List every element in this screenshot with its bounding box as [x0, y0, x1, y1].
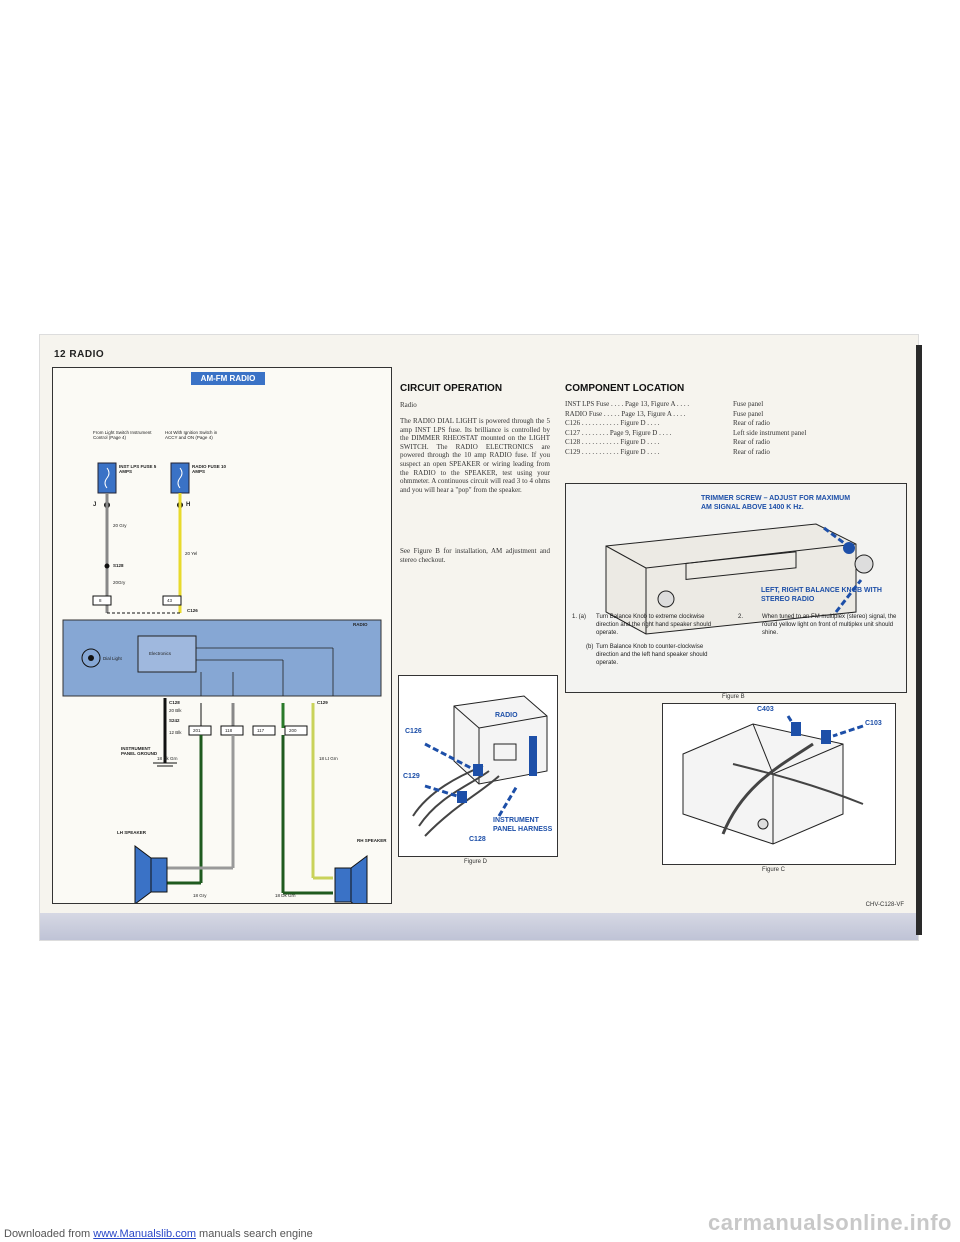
step-2-text: When tuned to an FM multiplex (stereo) s…	[762, 614, 897, 636]
table-row: C126 . . . . . . . . . . . Figure D . . …	[565, 419, 770, 428]
wire-ltgrn-label: 18 Lt Grn	[319, 756, 338, 761]
wire-gry-bottom-label: 18 Gry	[193, 893, 207, 898]
page-shadow-band	[40, 913, 918, 940]
table-row: C129 . . . . . . . . . . . Figure D . . …	[565, 447, 770, 456]
ground-label: INSTRUMENT PANEL GROUND	[121, 746, 158, 756]
step-2-number: 2.	[738, 614, 744, 620]
splice-label: S128	[113, 563, 124, 568]
table-row: INST LPS Fuse . . . . Page 13, Figure A …	[565, 400, 764, 408]
figure-b-illustration	[605, 523, 874, 635]
wire-right-label: 20 Yel	[185, 551, 198, 556]
figure-b-caption: Figure B	[722, 694, 745, 700]
diagram-title: AM-FM RADIO	[191, 372, 265, 385]
rh-speaker-label: RH SPEAKER	[357, 838, 387, 843]
figure-d-caption: Figure D	[464, 859, 488, 865]
fuse-left-label: INST LPS FUSE 5 AMPS	[119, 464, 157, 474]
circuit-117-label: 117	[257, 728, 265, 733]
table-row: C127 . . . . . . . . Page 9, Figure D . …	[565, 428, 807, 437]
figure-d-harness-label: INSTRUMENT PANEL HARNESS	[493, 817, 553, 833]
wiring-diagram: AM-FM RADIO From Light Switch Instrument…	[52, 367, 392, 904]
component-location-table: INST LPS Fuse . . . . Page 13, Figure A …	[565, 400, 903, 458]
c128-label: C128	[169, 700, 180, 705]
figure-d-c126-label: C126	[405, 728, 422, 735]
wire-dkgrn-left-label: 18 Dk Grn	[157, 756, 178, 761]
circuit-201-label: 201	[193, 728, 201, 733]
circuit-200-label: 200	[289, 728, 297, 733]
fuse-right-label: RADIO FUSE 10 AMPS	[192, 464, 227, 474]
download-prefix: Downloaded from	[4, 1228, 94, 1240]
figure-c-caption: Figure C	[762, 867, 786, 873]
watermark: carmanualsonline.info	[708, 1210, 952, 1235]
download-suffix: manuals search engine	[195, 1228, 313, 1240]
conn-right-label: 43	[167, 598, 173, 603]
table-row: RADIO Fuse . . . . . Page 13, Figure A .…	[565, 409, 764, 418]
lh-speaker-cone	[134, 845, 152, 903]
circuit-operation-paragraph-1: The RADIO DIAL LIGHT is powered through …	[400, 417, 550, 494]
circuit-200	[284, 725, 308, 736]
s242-label: S242	[169, 718, 180, 723]
dial-light-label: Dial Light	[103, 656, 122, 661]
circuit-118-label: 118	[225, 728, 233, 733]
wire-blk2-label: 12 Blk	[169, 730, 182, 735]
c126-label: C126	[187, 608, 198, 613]
node-j-label: J	[93, 502, 97, 508]
download-footer: Downloaded from www.Manualslib.com manua…	[4, 1228, 313, 1240]
radio-box	[62, 619, 382, 697]
rh-speaker-cone	[350, 855, 368, 903]
figure-b: TRIMMER SCREW – ADJUST FOR MAXIMUM AM SI…	[565, 483, 907, 693]
connector-43	[162, 595, 182, 606]
component-location-title: COMPONENT LOCATION	[565, 383, 685, 394]
circuit-operation-paragraph-2: See Figure B for installation, AM adjust…	[400, 547, 550, 564]
wiring-diagram-svg	[62, 462, 382, 903]
wire-blk-label: 20 Blk	[169, 708, 182, 713]
figure-d-c128-label: C128	[469, 836, 486, 843]
radio-label: RADIO	[353, 622, 368, 627]
step-1b-text: Turn Balance Knob to counter-clockwise d…	[596, 644, 708, 666]
wire-left-top-label: 20 Gry	[113, 523, 127, 528]
page-binding-edge	[916, 345, 922, 935]
balance-knob-callout: LEFT, RIGHT BALANCE KNOB WITH STEREO RAD…	[761, 587, 882, 603]
figure-c-c103-label: C103	[865, 720, 882, 727]
figure-d: RADIO C126 C129 C128 INSTRUMENT PANEL HA…	[398, 675, 558, 857]
trimmer-callout: TRIMMER SCREW – ADJUST FOR MAXIMUM AM SI…	[701, 495, 851, 511]
rh-speaker-body	[334, 867, 352, 903]
step-1a-text: Turn Balance Knob to extreme clockwise d…	[596, 614, 712, 636]
lh-speaker-body	[150, 857, 168, 893]
table-row: C128 . . . . . . . . . . . Figure D . . …	[565, 438, 770, 447]
c129-label: C129	[317, 700, 328, 705]
figure-d-c129-label: C129	[403, 773, 420, 780]
wire-left-bottom-label: 20Gry	[113, 580, 126, 585]
node-h-label: H	[186, 502, 191, 508]
manualslib-link[interactable]: www.Manualslib.com	[93, 1228, 196, 1240]
circuit-operation-title: CIRCUIT OPERATION	[400, 383, 503, 394]
document-code: CHV-C128-VF	[865, 902, 904, 908]
connector-8	[92, 595, 112, 606]
step-1a-number: 1. (a)	[572, 614, 587, 620]
right-source-label: Hot With Ignition Switch in ACCY and ON …	[165, 430, 218, 440]
figure-d-illustration	[412, 695, 548, 837]
figure-c: C403 C103	[662, 703, 896, 865]
manual-page: 12 RADIO	[40, 335, 922, 940]
figure-c-illustration	[682, 715, 864, 845]
figure-c-c403-label: C403	[757, 706, 774, 713]
circuit-operation-subtitle: Radio	[400, 401, 417, 409]
conn-left-label: 8	[99, 598, 102, 603]
page-header: 12 RADIO	[54, 349, 105, 360]
circuit-117	[252, 725, 276, 736]
dial-light-bulb	[81, 648, 101, 668]
lh-speaker-label: LH SPEAKER	[117, 830, 147, 835]
figure-d-radio-label: RADIO	[495, 712, 518, 719]
wire-dkgrn-bottom-label: 18 Dk Grn	[275, 893, 296, 898]
electronics-box	[137, 635, 197, 673]
step-1b-number: (b)	[586, 644, 594, 650]
left-source-label: From Light Switch Instrument Control (Pa…	[93, 430, 152, 440]
electronics-label: Electronics	[149, 651, 172, 656]
